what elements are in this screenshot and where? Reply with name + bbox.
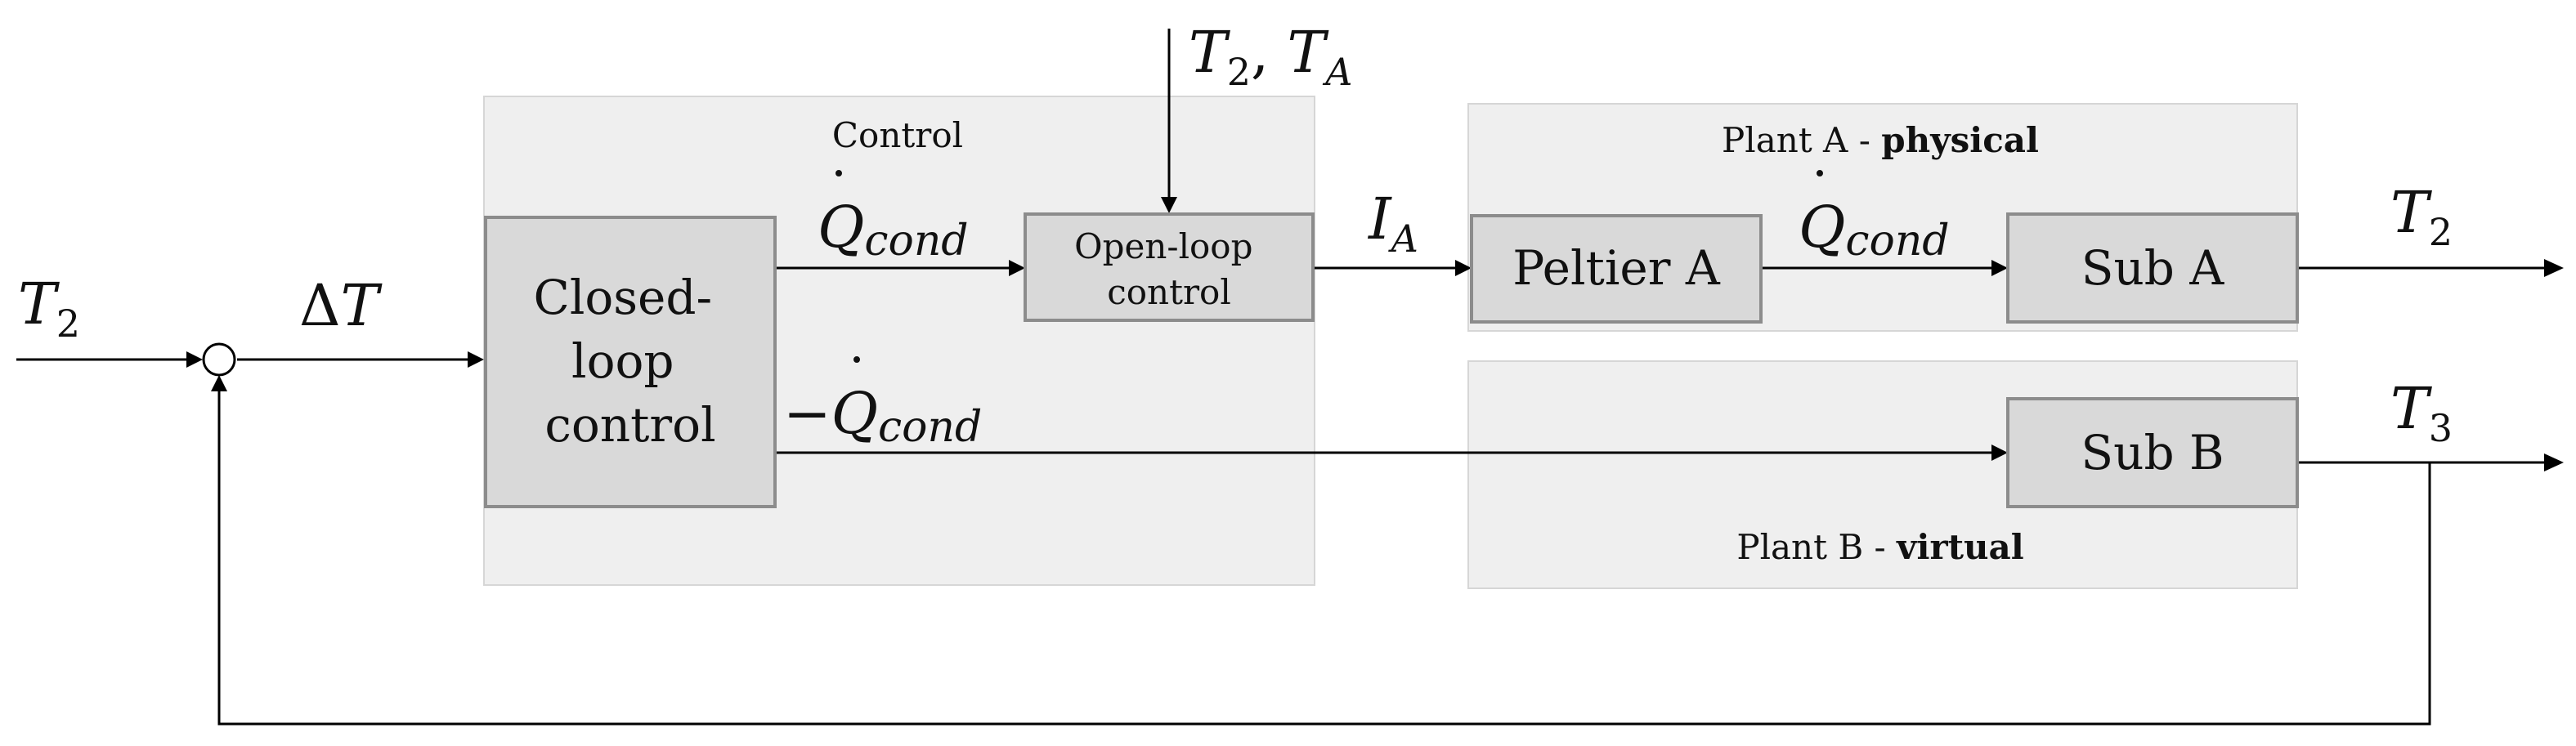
error-signal-label: ΔT xyxy=(299,272,383,339)
q-cond-neg-signal-label: −Qcond xyxy=(783,380,982,452)
closed-loop-control-label: Closed- loop control xyxy=(533,270,727,453)
current-signal-label: IA xyxy=(1367,185,1418,261)
q-cond-neg-arrowhead xyxy=(1991,444,2008,461)
q-cond-plant-arrowhead xyxy=(1991,260,2008,276)
plant-a-region-title: Plant A - physical xyxy=(1722,120,2039,160)
peltier-a-block xyxy=(1470,214,1763,324)
q-cond-neg-dot: ˙ xyxy=(843,347,871,414)
sub-a-label: Sub A xyxy=(2081,240,2225,296)
output-b-signal-label: T3 xyxy=(2390,375,2453,450)
q-cond-arrowhead xyxy=(1009,260,1025,276)
sub-b-label: Sub B xyxy=(2081,425,2224,480)
closed-loop-control-block xyxy=(484,216,777,508)
error-arrowhead xyxy=(468,351,484,368)
output-a-signal-label: T2 xyxy=(2390,179,2453,254)
plant-b-region-title: Plant B - virtual xyxy=(1736,527,2023,567)
sub-b-block xyxy=(2006,397,2299,508)
input-signal-label: T2 xyxy=(18,270,80,346)
output-b-arrowhead xyxy=(2544,453,2564,471)
feedback-wire xyxy=(217,390,2431,726)
input-arrowhead xyxy=(186,351,203,368)
open-loop-control-label: Open-loop control xyxy=(1074,226,1264,312)
q-cond-plant-signal-label: Qcond xyxy=(1799,194,1950,266)
feedback-arrowhead xyxy=(211,375,227,391)
sub-a-block xyxy=(2006,212,2299,324)
output-a-arrowhead xyxy=(2544,259,2564,277)
q-cond-plant-dot: ˙ xyxy=(1806,161,1835,228)
summing-junction xyxy=(202,342,236,377)
ol-input-arrowhead xyxy=(1161,197,1177,213)
q-cond-signal-label: Qcond xyxy=(818,194,969,266)
peltier-a-label: Peltier A xyxy=(1512,240,1721,296)
control-region-title: Control xyxy=(832,115,963,155)
open-loop-control-block xyxy=(1024,212,1315,322)
current-arrowhead xyxy=(1455,260,1472,276)
q-cond-dot: ˙ xyxy=(825,161,853,228)
ol-inputs-label: T2, TA xyxy=(1189,19,1352,94)
